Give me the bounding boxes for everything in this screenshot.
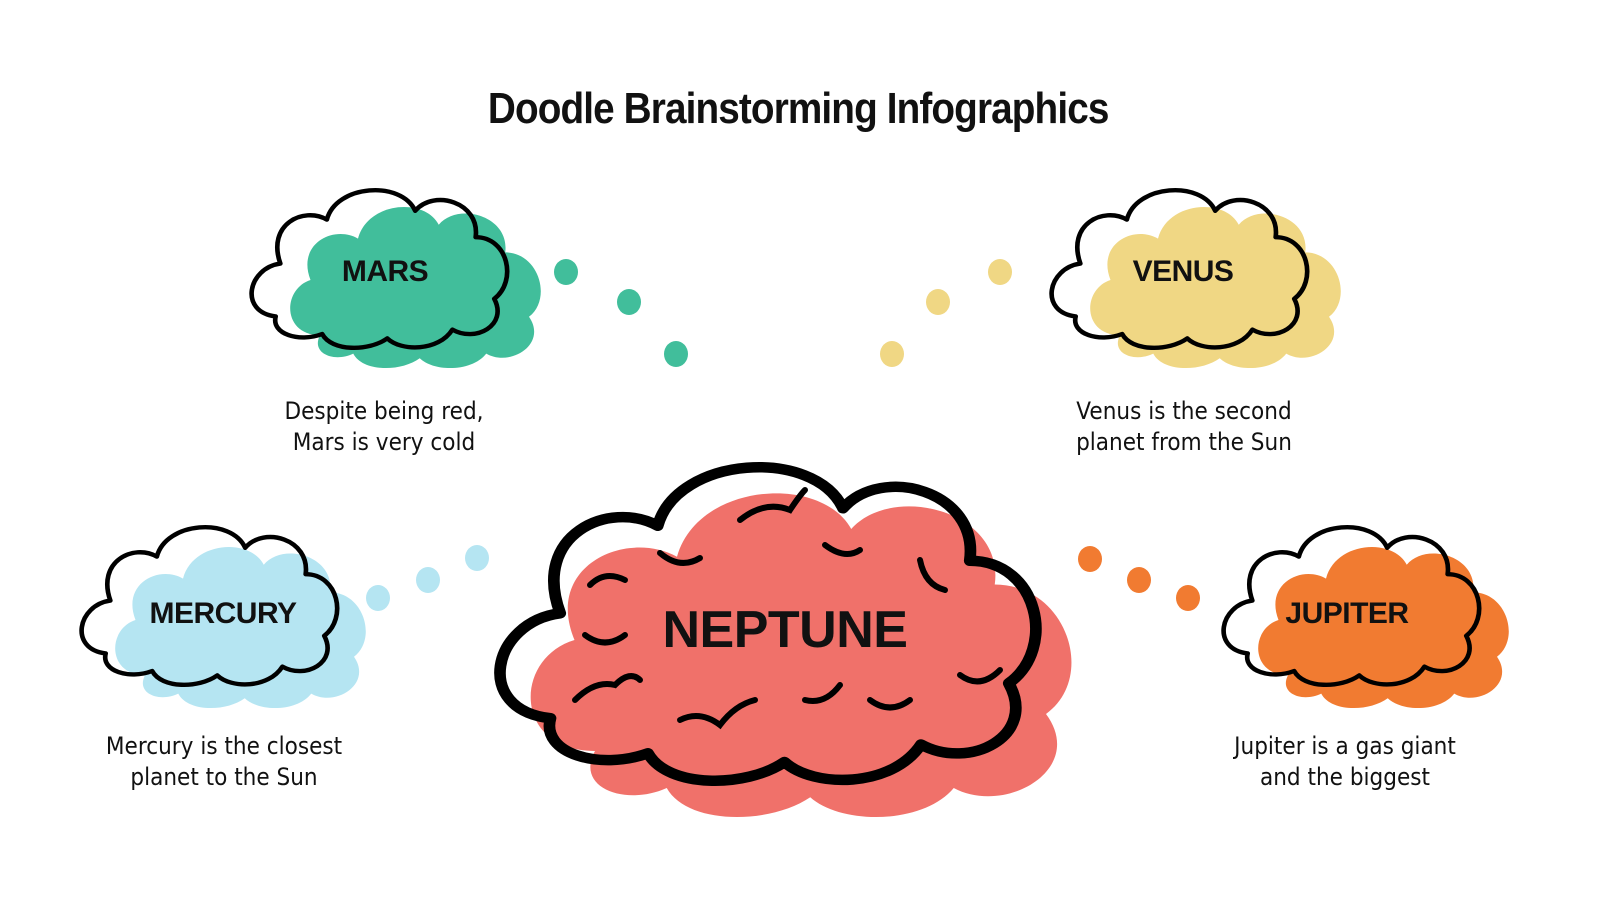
dot (465, 545, 489, 571)
mars-connector-dots (554, 259, 688, 367)
dot (926, 289, 950, 315)
dot (554, 259, 578, 285)
brain-fold-strokes (572, 487, 1003, 730)
mars-description-line-1: Despite being red, (284, 397, 484, 425)
jupiter-description-line-2: and the biggest (1260, 763, 1430, 791)
jupiter-description: Jupiter is a gas giant and the biggest (1206, 731, 1485, 793)
dot (1176, 585, 1200, 611)
dot (880, 341, 904, 367)
dot (366, 585, 390, 611)
dot (664, 341, 688, 367)
mercury-label: MERCURY (149, 597, 297, 630)
dot (416, 567, 440, 593)
dot (1078, 546, 1102, 572)
venus-description: Venus is the second planet from the Sun (1049, 396, 1319, 458)
venus-connector-dots (880, 259, 1012, 367)
jupiter-label: JUPITER (1285, 597, 1409, 630)
mercury-connector-dots (366, 545, 489, 611)
mars-description: Despite being red, Mars is very cold (249, 396, 519, 458)
dot (1127, 567, 1151, 593)
mercury-description: Mercury is the closest planet to the Sun (80, 731, 368, 793)
mars-label: MARS (341, 255, 429, 288)
jupiter-connector-dots (1078, 546, 1200, 611)
venus-description-line-1: Venus is the second (1076, 397, 1292, 425)
venus-label: VENUS (1132, 255, 1234, 288)
mercury-description-line-1: Mercury is the closest (105, 732, 343, 760)
mercury-description-line-2: planet to the Sun (130, 763, 318, 791)
neptune-label: NEPTUNE (662, 601, 908, 659)
jupiter-description-line-1: Jupiter is a gas giant (1234, 732, 1456, 760)
mars-description-line-2: Mars is very cold (292, 428, 476, 456)
dot (988, 259, 1012, 285)
neptune-brain-cloud-icon (500, 467, 1072, 818)
dot (617, 289, 641, 315)
venus-description-line-2: planet from the Sun (1076, 428, 1292, 456)
page-title: Doodle Brainstorming Infographics (487, 84, 1110, 133)
